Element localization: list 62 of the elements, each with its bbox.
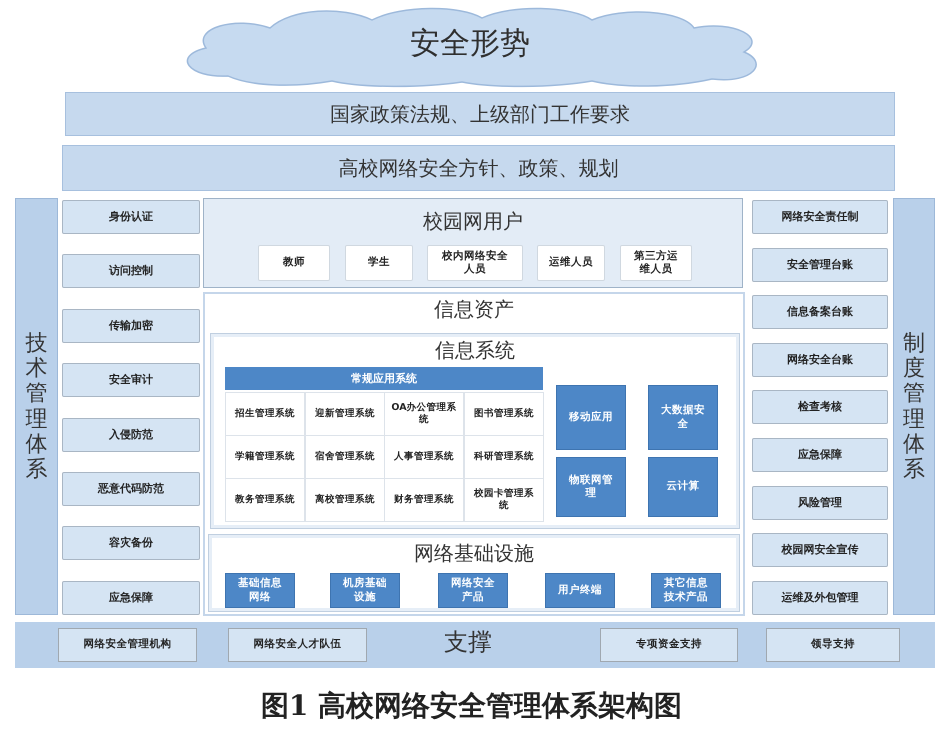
user-box: 学生 [345, 245, 413, 281]
figure-caption: 图1 高校网络安全管理体系架构图 [260, 688, 682, 724]
tech-tile: 大数据安全 [648, 385, 718, 450]
support-box: 领导支持 [766, 628, 900, 662]
measure-box: 恶意代码防范 [62, 472, 200, 506]
band-title: 支撑 [444, 628, 492, 657]
table-cell: 财务管理系统 [384, 478, 464, 522]
infrastructure-tile: 机房基础设施 [330, 573, 400, 608]
measure-box: 网络安全台账 [752, 343, 888, 377]
measure-box: 入侵防范 [62, 418, 200, 452]
table-cell: 迎新管理系统 [305, 392, 385, 436]
measure-box: 运维及外包管理 [752, 581, 888, 615]
measure-box: 安全审计 [62, 363, 200, 397]
infrastructure-tile: 其它信息技术产品 [651, 573, 721, 608]
support-box: 网络安全管理机构 [58, 628, 197, 662]
table-cell: 科研管理系统 [464, 435, 544, 479]
table-cell: 校园卡管理系统 [464, 478, 544, 522]
banner-heading: 安全形势 [410, 26, 530, 62]
user-box: 教师 [258, 245, 330, 281]
panel-title: 校园网用户 [423, 209, 523, 233]
system-panel [210, 333, 740, 529]
header-bar: 常规应用系统 [225, 367, 543, 390]
measure-box: 检查考核 [752, 390, 888, 424]
measure-box: 应急保障 [62, 581, 200, 615]
user-box: 运维人员 [537, 245, 605, 281]
tech-tile: 移动应用 [556, 385, 626, 450]
user-panel [203, 198, 743, 288]
measure-box: 信息备案台账 [752, 295, 888, 329]
side-band: 制度管理体系 [893, 198, 935, 615]
support-box: 专项资金支持 [600, 628, 738, 662]
table-cell: 离校管理系统 [305, 478, 385, 522]
section-heading: 信息资产 [434, 297, 514, 321]
policy-banner: 国家政策法规、上级部门工作要求 [65, 92, 895, 136]
table-cell: 招生管理系统 [225, 392, 305, 436]
user-box: 第三方运维人员 [620, 245, 692, 281]
measure-box: 容灾备份 [62, 526, 200, 560]
measure-box: 应急保障 [752, 438, 888, 472]
policy-banner: 高校网络安全方针、政策、规划 [62, 145, 895, 191]
user-box: 校内网络安全人员 [427, 245, 523, 281]
infrastructure-tile: 基础信息网络 [225, 573, 295, 608]
table-cell: 教务管理系统 [225, 478, 305, 522]
side-band: 技术管理体系 [15, 198, 58, 615]
table-cell: OA办公管理系统 [384, 392, 464, 436]
measure-box: 传输加密 [62, 309, 200, 343]
table-cell: 图书管理系统 [464, 392, 544, 436]
support-box: 网络安全人才队伍 [228, 628, 367, 662]
infrastructure-tile: 网络安全产品 [438, 573, 508, 608]
table-cell: 学籍管理系统 [225, 435, 305, 479]
infrastructure-tile: 用户终端 [545, 573, 615, 608]
panel-title: 信息系统 [435, 338, 515, 362]
tech-tile: 云计算 [648, 457, 718, 517]
measure-box: 安全管理台账 [752, 248, 888, 282]
tech-tile: 物联网管理 [556, 457, 626, 517]
measure-box: 风险管理 [752, 486, 888, 520]
measure-box: 网络安全责任制 [752, 200, 888, 234]
measure-box: 身份认证 [62, 200, 200, 234]
support-band [15, 622, 935, 668]
asset-frame [203, 292, 745, 616]
infrastructure-panel [208, 534, 740, 612]
measure-box: 校园网安全宣传 [752, 533, 888, 567]
measure-box: 访问控制 [62, 254, 200, 288]
panel-title: 网络基础设施 [414, 541, 534, 565]
